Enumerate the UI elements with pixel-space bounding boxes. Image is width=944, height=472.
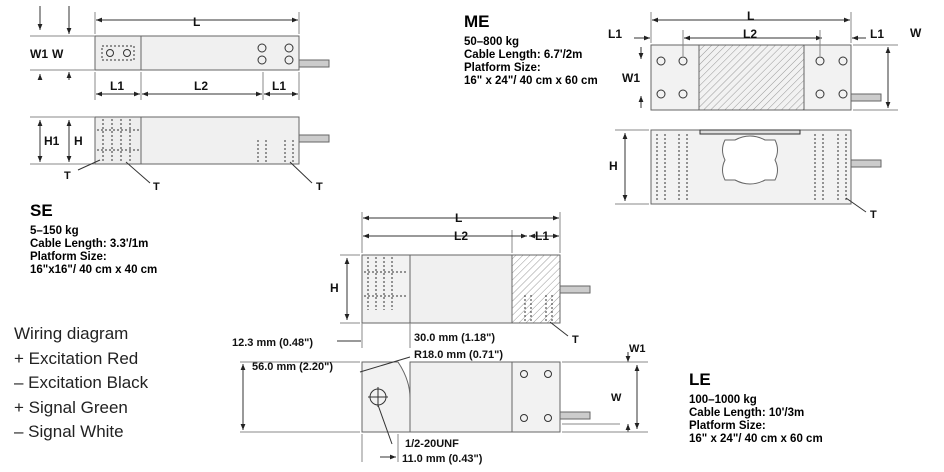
se-platform-size: 16"x16"/ 40 cm x 40 cm [30, 264, 158, 276]
le-cable-length: Cable Length: 10'/3m [689, 407, 805, 419]
me-platform-size: 16" x 24"/ 40 cm x 60 cm [464, 75, 598, 87]
le-dim-r18mm: R18.0 mm (0.71") [414, 349, 503, 361]
le-spec-block: LE 100–1000 kg Cable Length: 10'/3m Plat… [689, 370, 823, 446]
le-dim-30mm: 30.0 mm (1.18") [414, 332, 495, 344]
le-side-view [337, 212, 591, 348]
me-dim-h: H [609, 159, 618, 173]
se-side-view [30, 116, 330, 184]
le-dim-w: W [611, 392, 622, 404]
dimension-labels: L W1 W L1 L2 L1 H1 H T T T L L2 L1 L1 W … [30, 9, 922, 465]
le-dim-l1: L1 [535, 229, 549, 243]
le-dim-l: L [455, 211, 462, 225]
me-dim-w1: W1 [622, 71, 640, 85]
se-dim-l1-right: L1 [272, 79, 286, 93]
wiring-item: – Signal White [14, 422, 124, 441]
me-dim-t: T [870, 209, 877, 221]
le-dim-thread: 1/2-20UNF [405, 438, 459, 450]
me-dim-l2: L2 [743, 27, 757, 41]
wiring-item: – Excitation Black [14, 373, 149, 392]
me-dim-w: W [910, 26, 922, 40]
le-dim-w1: W1 [629, 343, 646, 355]
se-dim-t-left: T [64, 170, 71, 182]
se-dim-t-right: T [316, 181, 323, 193]
le-dim-12-3mm: 12.3 mm (0.48") [232, 337, 313, 349]
se-dim-l2: L2 [194, 79, 208, 93]
le-platform-size: 16" x 24"/ 40 cm x 60 cm [689, 433, 823, 445]
le-dim-l2: L2 [454, 229, 468, 243]
le-dim-t: T [572, 334, 579, 346]
me-dim-l1-left: L1 [608, 27, 622, 41]
se-dim-w: W [52, 47, 64, 61]
se-capacity: 5–150 kg [30, 225, 79, 237]
le-top-view [240, 352, 648, 462]
me-capacity: 50–800 kg [464, 36, 519, 48]
le-dim-h: H [330, 281, 339, 295]
wiring-diagram: Wiring diagram + Excitation Red – Excita… [14, 322, 148, 445]
se-top-view [30, 6, 330, 100]
me-spec-block: ME 50–800 kg Cable Length: 6.7'/2m Platf… [464, 12, 598, 88]
me-dim-l1-right: L1 [870, 27, 884, 41]
se-spec-block: SE 5–150 kg Cable Length: 3.3'/1m Platfo… [30, 201, 157, 277]
le-title: LE [689, 370, 711, 389]
me-side-view [615, 129, 882, 213]
wiring-item: + Signal Green [14, 397, 128, 417]
se-platform-label: Platform Size: [30, 251, 107, 263]
se-dim-h: H [74, 134, 83, 148]
le-dim-11mm: 11.0 mm (0.43") [402, 453, 483, 465]
me-top-view [634, 12, 898, 111]
le-platform-label: Platform Size: [689, 420, 766, 432]
me-cable-length: Cable Length: 6.7'/2m [464, 49, 583, 61]
le-capacity: 100–1000 kg [689, 394, 757, 406]
se-dim-l1-left: L1 [110, 79, 124, 93]
se-dim-w1: W1 [30, 47, 48, 61]
le-dim-56mm: 56.0 mm (2.20") [252, 361, 333, 373]
wiring-item: + Excitation Red [14, 348, 139, 368]
se-cable-length: Cable Length: 3.3'/1m [30, 238, 149, 250]
se-title: SE [30, 201, 53, 220]
se-dim-l: L [193, 15, 200, 29]
me-platform-label: Platform Size: [464, 62, 541, 74]
me-title: ME [464, 12, 490, 31]
se-dim-h1: H1 [44, 134, 60, 148]
se-dim-t-mid: T [153, 181, 160, 193]
me-dim-l: L [747, 9, 754, 23]
wiring-title: Wiring diagram [14, 324, 129, 343]
